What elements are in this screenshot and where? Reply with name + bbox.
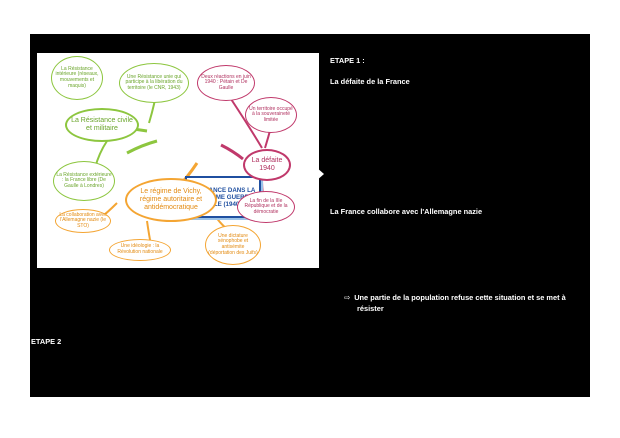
bubble-resistance-title: La Résistance civile et militaire <box>65 108 139 142</box>
mindmap-image: La Résistance intérieure (réseaux, mouve… <box>37 53 319 268</box>
bubble-vichy-title: Le régime de Vichy, régime autoritaire e… <box>125 178 217 222</box>
bubble-dictature: Une dictature xénophobe et antisémite (d… <box>205 225 261 265</box>
bubble-resistance-exterieure: La Résistance extérieure : la France lib… <box>53 161 115 201</box>
bubble-resistance-liberation: Une Résistance unie qui participe à la l… <box>119 63 189 103</box>
bubble-territoire: Un territoire occupé à la souveraineté l… <box>245 97 297 133</box>
bubble-deux-reactions: Deux réactions en juin 1940 : Pétain et … <box>197 65 255 101</box>
bubble-resistance-interieure: La Résistance intérieure (réseaux, mouve… <box>51 56 103 100</box>
step-defaite-text: La défaite de la France <box>330 77 410 86</box>
step1-heading: ETAPE 1 : <box>330 56 365 65</box>
step-collabore-text: La France collabore avec l'Allemagne naz… <box>330 207 483 216</box>
bubble-ideologie: Une idéologie : la Révolution nationale <box>109 239 171 261</box>
step2-heading: ETAPE 2 <box>31 337 62 346</box>
step-refuse-text-line2: résister <box>357 304 384 313</box>
bubble-fin-republique: La fin de la IIIe République et de la dé… <box>237 191 295 223</box>
arrow-bullet-icon: ⇨ <box>344 293 351 302</box>
bubble-collaboration: La collaboration avec l'Allemagne nazie … <box>55 209 111 233</box>
bubble-defaite-title: La défaite 1940 <box>243 149 291 181</box>
step-refuse-text: ⇨Une partie de la population refuse cett… <box>344 293 566 302</box>
refuse-line1: Une partie de la population refuse cette… <box>354 293 566 302</box>
